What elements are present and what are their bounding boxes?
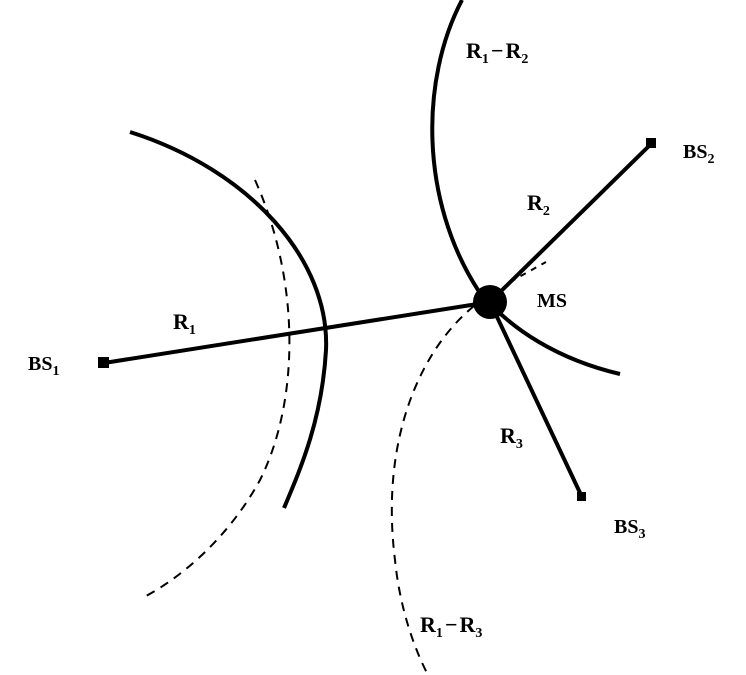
hyperbola-r1-r3 bbox=[390, 305, 475, 675]
range-line-r1 bbox=[103, 300, 491, 365]
label-r1: R1 bbox=[173, 309, 196, 338]
range-line-r3 bbox=[488, 301, 584, 498]
dashed-arc-near-r1 bbox=[145, 179, 291, 597]
label-r3: R3 bbox=[500, 423, 523, 452]
mobile-station-marker bbox=[473, 285, 507, 319]
label-bs2: BS2 bbox=[683, 141, 714, 167]
base-station-3-marker bbox=[577, 492, 586, 501]
label-r1-minus-r3: R1−R3 bbox=[420, 612, 482, 641]
label-bs1: BS1 bbox=[28, 353, 59, 379]
label-ms: MS bbox=[537, 290, 567, 312]
hyperbola-r1-r2 bbox=[430, 0, 621, 376]
label-r2: R2 bbox=[527, 190, 550, 219]
label-r1-minus-r2: R1−R2 bbox=[466, 38, 528, 67]
circle-arc-r1 bbox=[129, 130, 329, 509]
base-station-1-marker bbox=[98, 357, 109, 368]
base-station-2-marker bbox=[646, 138, 656, 148]
range-line-r2 bbox=[488, 141, 654, 304]
label-bs3: BS3 bbox=[614, 516, 645, 542]
